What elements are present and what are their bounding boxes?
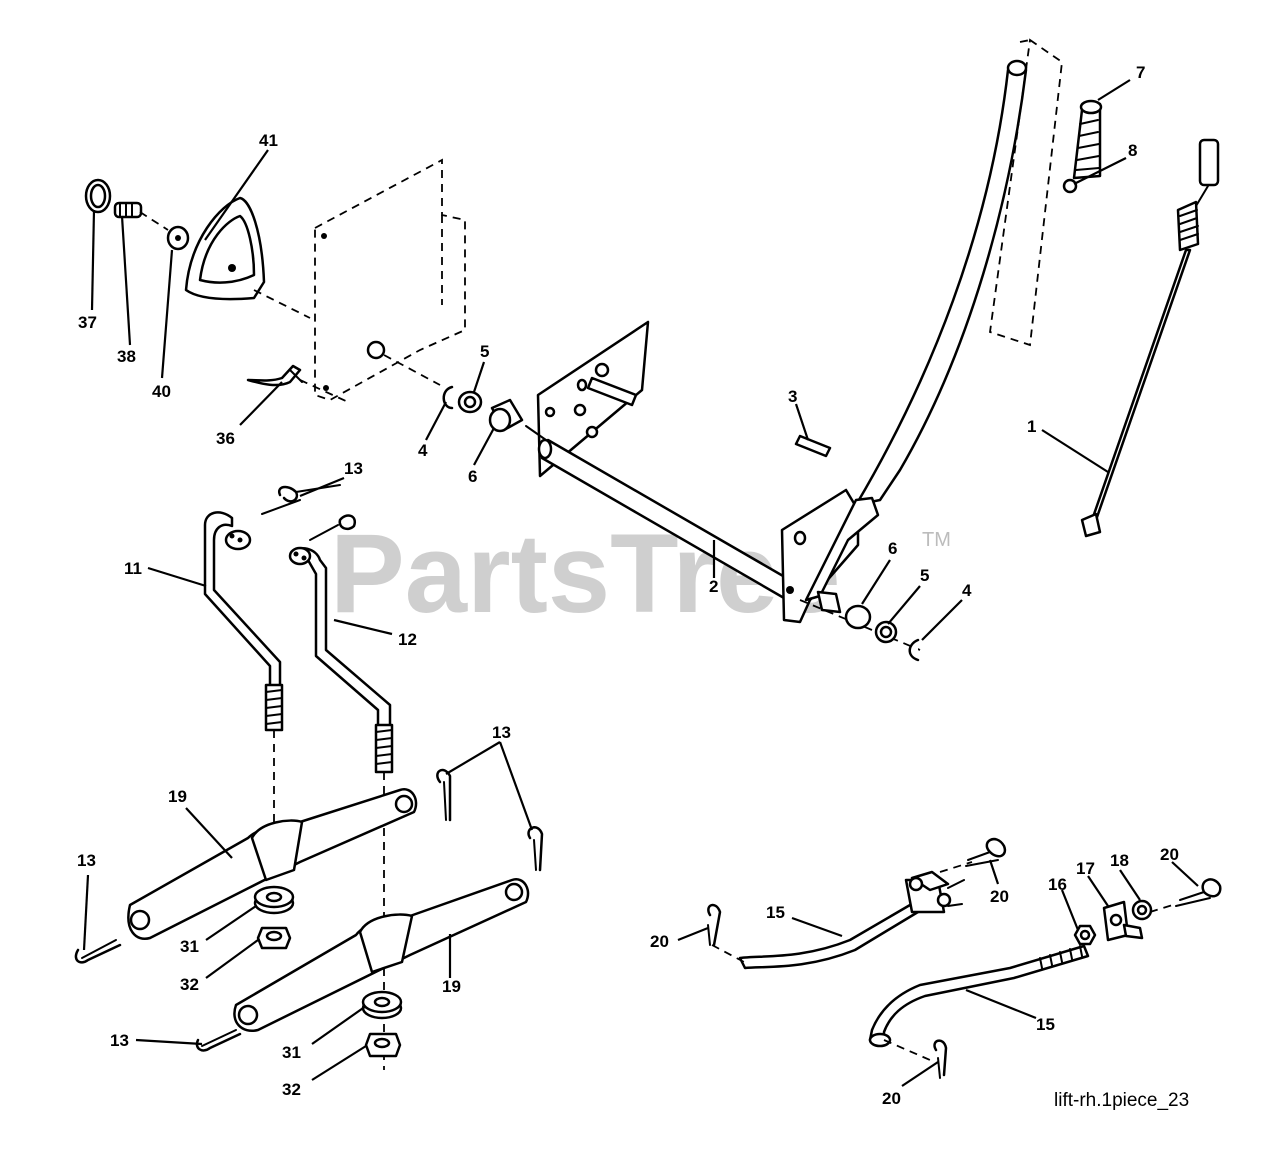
part-18-nut[interactable]: [1131, 899, 1153, 921]
part-38-bolt[interactable]: [113, 201, 143, 219]
callout-20-left: 20: [650, 932, 669, 951]
part-4-ring-right[interactable]: [908, 638, 920, 662]
callout-31-lower: 31: [282, 1043, 301, 1062]
callout-32-upper: 32: [180, 975, 199, 994]
part-20-clip-right[interactable]: [1175, 878, 1222, 907]
callout-19-lower: 19: [442, 977, 461, 996]
callout-19-upper: 19: [168, 787, 187, 806]
callout-5-right: 5: [920, 566, 929, 585]
part-5-washer-left[interactable]: [457, 390, 483, 414]
part-13-clip-mid[interactable]: [436, 768, 544, 872]
callout-20-right: 20: [1160, 845, 1179, 864]
part-12-link[interactable]: [288, 546, 394, 774]
part-15-rod-upper[interactable]: [738, 870, 965, 970]
part-13-clip-left-lower[interactable]: [195, 1029, 242, 1052]
callout-32-lower: 32: [282, 1080, 301, 1099]
diagram-reference-label: lift-rh.1piece_23: [1054, 1090, 1189, 1111]
callout-13-bottom: 13: [110, 1031, 129, 1050]
callout-5-left: 5: [480, 342, 489, 361]
part-5-washer-right[interactable]: [874, 620, 898, 644]
part-8-plug[interactable]: [1062, 178, 1078, 194]
leader-lines: [82, 79, 1199, 1087]
callout-31-upper: 31: [180, 937, 199, 956]
part-13-clip-top[interactable]: [261, 484, 357, 541]
part-15-rod-lower[interactable]: [868, 944, 1090, 1048]
part-20-clip-left[interactable]: [707, 903, 722, 947]
callout-37: 37: [78, 313, 97, 332]
callout-8: 8: [1128, 141, 1137, 160]
part-32-nut-upper[interactable]: [256, 926, 292, 950]
part-20-clip-top[interactable]: [965, 837, 1007, 867]
callout-12: 12: [398, 630, 417, 649]
part-20-clip-bottom[interactable]: [933, 1039, 948, 1079]
callout-1: 1: [1027, 417, 1036, 436]
callout-18: 18: [1110, 851, 1129, 870]
callout-4-left: 4: [418, 441, 428, 460]
part-17-block[interactable]: [1102, 900, 1144, 942]
lift-lever[interactable]: [780, 59, 1028, 624]
callout-13-left: 13: [77, 851, 96, 870]
part-40-washer[interactable]: [166, 225, 190, 251]
callout-6-left: 6: [468, 467, 477, 486]
callout-20-top: 20: [990, 887, 1009, 906]
callout-11: 11: [124, 559, 142, 578]
callout-4-right: 4: [962, 581, 972, 600]
callout-40: 40: [152, 382, 171, 401]
part-31-bushing-upper[interactable]: [253, 885, 295, 915]
callout-numbers: 41 37 38 40 36 5 4 6 3 7 8 1 2 6 5 4 13 …: [77, 63, 1179, 1108]
part-31-bushing-lower[interactable]: [361, 990, 403, 1020]
lift-plate: [536, 320, 650, 478]
callout-3: 3: [788, 387, 797, 406]
callout-20-bottom: 20: [882, 1089, 901, 1108]
part-11-link[interactable]: [203, 511, 284, 732]
callout-13-mid: 13: [492, 723, 511, 742]
callout-36: 36: [216, 429, 235, 448]
part-19-lift-arm-lower[interactable]: [233, 878, 530, 1033]
part-7-grip[interactable]: [1072, 99, 1103, 180]
callout-6-right: 6: [888, 539, 897, 558]
callout-15-upper: 15: [766, 903, 785, 922]
fender-panel: [314, 158, 466, 401]
part-37-ring[interactable]: [84, 178, 112, 214]
part-3-pin[interactable]: [794, 434, 832, 458]
callout-16: 16: [1048, 875, 1067, 894]
part-19-lift-arm-upper[interactable]: [127, 788, 418, 940]
part-1-rod[interactable]: [1080, 138, 1220, 538]
part-13-clip-left-upper[interactable]: [74, 939, 122, 964]
callout-2: 2: [709, 577, 718, 596]
part-6-bushing-left[interactable]: [488, 398, 524, 433]
part-32-nut-lower[interactable]: [364, 1032, 402, 1058]
part-41-bracket[interactable]: [184, 196, 266, 301]
part-36-clip[interactable]: [246, 364, 303, 387]
part-6-bushing-right[interactable]: [816, 590, 872, 630]
part-16-nut[interactable]: [1073, 924, 1097, 946]
callout-15-lower: 15: [1036, 1015, 1055, 1034]
callout-13-top: 13: [344, 459, 363, 478]
callout-41: 41: [259, 131, 278, 150]
callout-17: 17: [1076, 859, 1095, 878]
callout-38: 38: [117, 347, 136, 366]
watermark-tm: TM: [922, 529, 951, 551]
callout-7: 7: [1136, 63, 1145, 82]
